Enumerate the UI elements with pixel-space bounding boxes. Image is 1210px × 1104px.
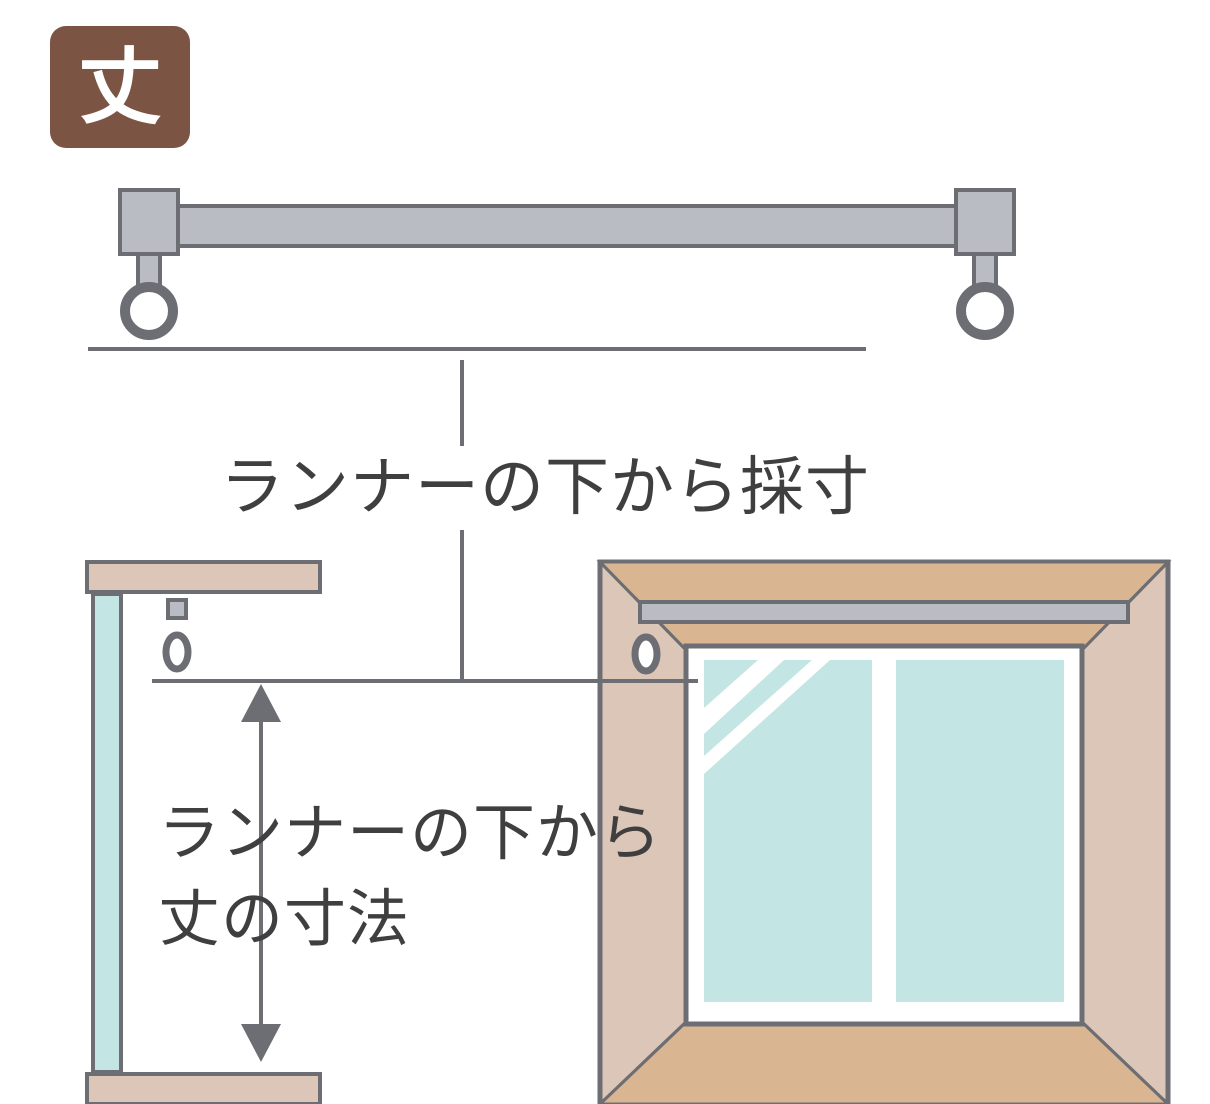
- side-runner-top: [166, 598, 188, 620]
- window-glass-left: [704, 660, 872, 1002]
- side-glass: [91, 592, 123, 1074]
- runner-right: [956, 252, 1014, 340]
- glass-reflection-2: [704, 660, 830, 774]
- runner-stem-left: [136, 252, 162, 288]
- rail-bar: [174, 204, 960, 248]
- frame-bottom-bevel: [597, 1020, 1171, 1104]
- window-runner-ring-icon: [631, 633, 661, 675]
- rail-bracket-right: [954, 188, 1016, 256]
- side-section: [85, 560, 322, 1104]
- side-runner-ring-icon: [162, 631, 192, 673]
- window-front-view: [596, 559, 1172, 1104]
- rail-bracket-left: [118, 188, 180, 256]
- side-bottom-frame: [85, 1072, 322, 1104]
- runner-ring-left-icon: [120, 282, 178, 340]
- runner-stem-right: [972, 252, 998, 288]
- drop-badge-label: 丈: [77, 38, 162, 136]
- side-top-frame: [85, 560, 322, 594]
- curtain-rail: [118, 188, 1016, 256]
- dimension-arrow-head-bottom: [241, 1024, 281, 1062]
- runner-left: [120, 252, 178, 340]
- runner-measure-label: ランナーの下から採寸: [214, 448, 876, 528]
- drop-dimension-label-line2: 丈の寸法: [158, 882, 411, 955]
- window-glass-right: [896, 660, 1064, 1002]
- window-curtain-rail: [638, 600, 1130, 624]
- drop-badge: 丈: [50, 26, 190, 148]
- dimension-arrow-head-top: [241, 684, 281, 722]
- drop-dimension-label-line1: ランナーの下から: [158, 796, 663, 869]
- runner-ring-right-icon: [956, 282, 1014, 340]
- drop-dimension-label: ランナーの下から 丈の寸法: [158, 790, 662, 962]
- frame-corner-br: [1080, 1020, 1170, 1104]
- glass-reflection-1: [704, 660, 784, 734]
- frame-corner-bl: [598, 1020, 688, 1104]
- dimension-arrow-icon: [241, 684, 281, 1062]
